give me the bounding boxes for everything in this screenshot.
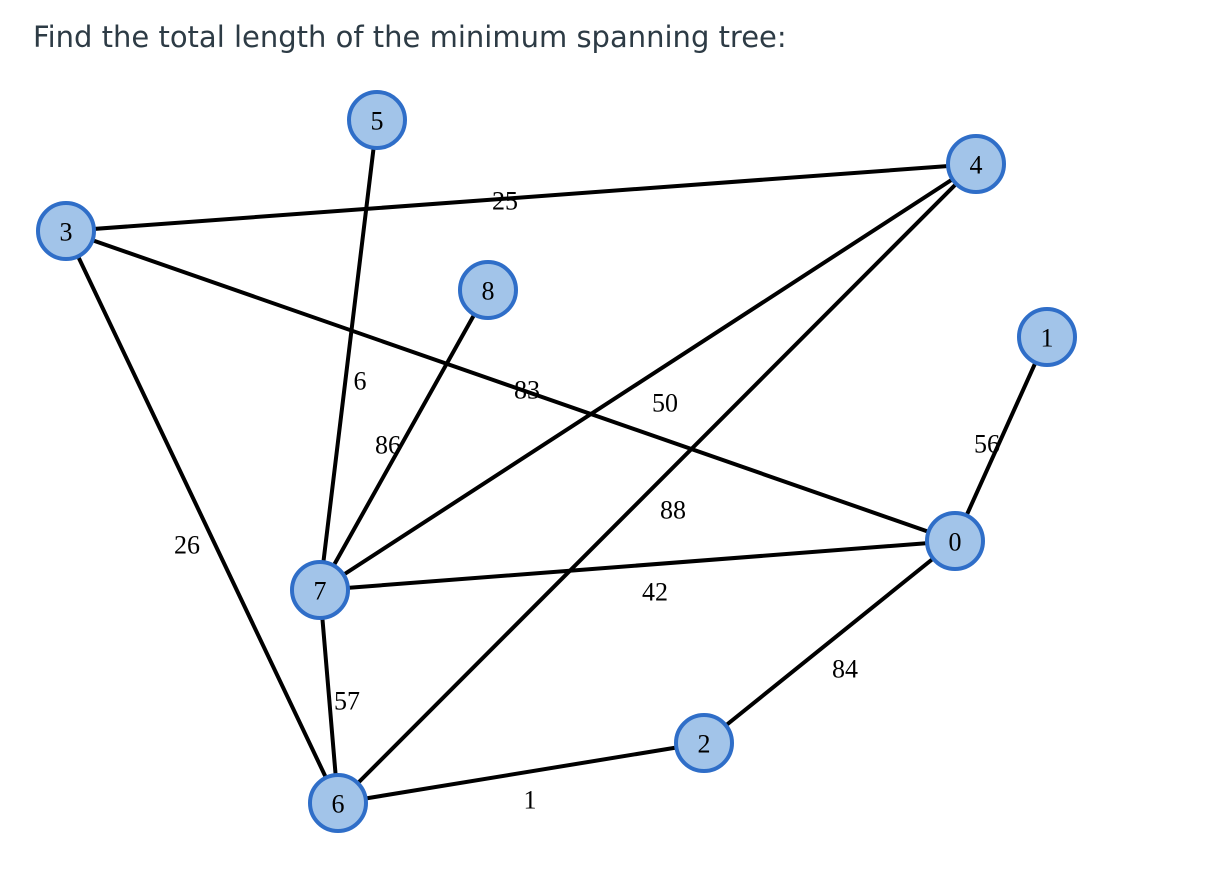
edges-layer — [64, 118, 1049, 805]
node-8: 8 — [458, 260, 518, 320]
edge-weight-4-6: 88 — [660, 496, 686, 525]
node-circle-6 — [308, 773, 368, 833]
node-label-0: 0 — [949, 528, 962, 557]
edge-weight-4-7: 50 — [652, 389, 678, 418]
edge-3-6 — [64, 229, 340, 805]
edge-7-0 — [318, 539, 957, 592]
node-circle-5 — [347, 90, 407, 150]
node-circle-4 — [946, 134, 1006, 194]
edge-weight-7-0: 42 — [642, 578, 668, 607]
edge-7-6 — [318, 588, 340, 805]
node-circle-0 — [925, 511, 985, 571]
node-circle-2 — [674, 713, 734, 773]
edge-weight-7-6: 57 — [334, 687, 360, 716]
node-0: 0 — [925, 511, 985, 571]
edge-5-7 — [318, 118, 379, 592]
node-circle-1 — [1017, 307, 1077, 367]
weights-layer: 25 83 26 6 86 50 88 42 57 1 84 56 — [174, 187, 1000, 815]
node-6: 6 — [308, 773, 368, 833]
node-label-2: 2 — [698, 730, 711, 759]
edge-4-6 — [336, 162, 978, 805]
node-label-1: 1 — [1041, 324, 1054, 353]
node-circle-8 — [458, 260, 518, 320]
edge-weight-8-7: 86 — [375, 431, 401, 460]
edge-4-7 — [318, 162, 978, 592]
edge-1-0 — [953, 335, 1049, 543]
node-5: 5 — [347, 90, 407, 150]
node-7: 7 — [290, 560, 350, 620]
edge-weight-3-0: 83 — [514, 376, 540, 405]
edge-weight-6-2: 1 — [524, 786, 537, 815]
edge-weight-2-0: 84 — [832, 655, 858, 684]
edge-weight-3-4: 25 — [492, 187, 518, 216]
node-label-8: 8 — [482, 277, 495, 306]
node-label-6: 6 — [332, 790, 345, 819]
edge-2-0 — [702, 539, 957, 745]
edge-weight-1-0: 56 — [974, 430, 1000, 459]
edge-3-4 — [64, 162, 978, 233]
node-label-7: 7 — [314, 577, 327, 606]
edge-weight-5-7: 6 — [354, 367, 367, 396]
node-circle-7 — [290, 560, 350, 620]
node-2: 2 — [674, 713, 734, 773]
question-text: Find the total length of the minimum spa… — [33, 20, 787, 54]
edge-3-0 — [64, 229, 957, 543]
node-label-4: 4 — [970, 151, 983, 180]
edge-6-2 — [336, 741, 706, 805]
node-1: 1 — [1017, 307, 1077, 367]
node-circle-3 — [36, 201, 96, 261]
edge-8-7 — [318, 288, 490, 592]
node-label-5: 5 — [371, 107, 384, 136]
node-4: 4 — [946, 134, 1006, 194]
node-label-3: 3 — [60, 218, 73, 247]
edge-weight-3-6: 26 — [174, 531, 200, 560]
node-3: 3 — [36, 201, 96, 261]
